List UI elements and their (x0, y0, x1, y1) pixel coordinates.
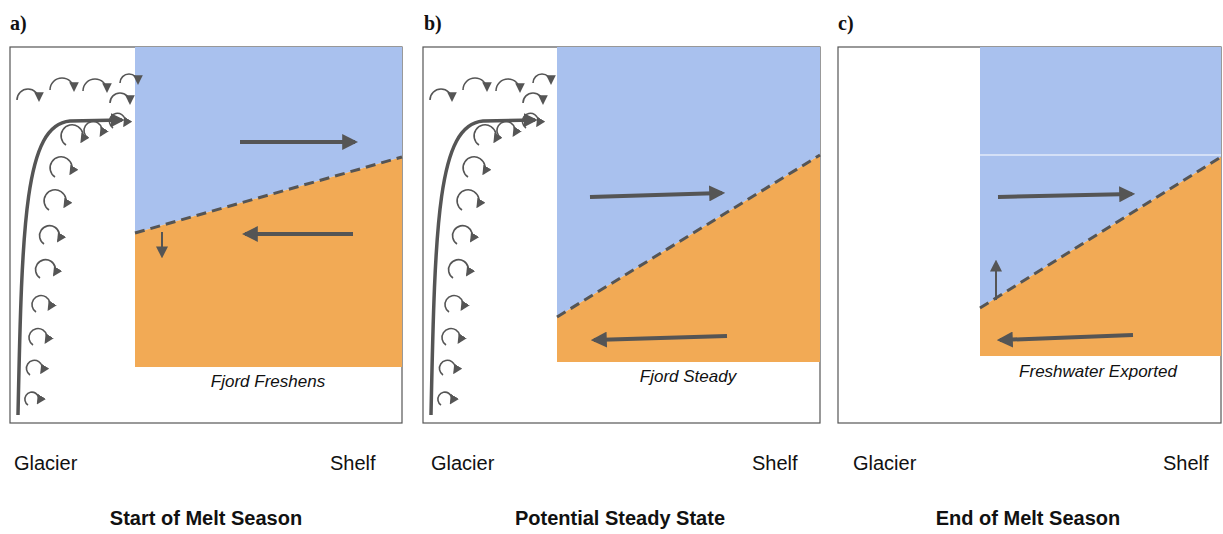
eddy-arrow (438, 392, 452, 405)
axis-end-label: Glacier (431, 452, 494, 475)
eddy-arrow (533, 74, 551, 83)
eddy-arrow (522, 113, 538, 128)
eddy-arrow (457, 190, 479, 210)
eddy-arrow (497, 122, 515, 138)
panel-letter: a) (10, 12, 27, 35)
state-label: Freshwater Exported (1019, 362, 1177, 382)
eddy-arrow (523, 93, 543, 103)
eddy-arrow (32, 296, 50, 312)
eddy-arrow (36, 260, 56, 278)
eddy-arrow (439, 360, 455, 375)
eddy-arrow (44, 190, 66, 210)
eddy-arrow (26, 360, 42, 375)
eddy-arrow (120, 74, 138, 83)
eddy-arrows (17, 74, 551, 405)
eddy-arrow (110, 93, 130, 103)
axis-end-label: Shelf (1163, 452, 1209, 475)
panel-title: Start of Melt Season (110, 507, 302, 530)
state-label: Fjord Steady (640, 367, 736, 387)
eddy-arrow (109, 113, 125, 128)
panel-letter: c) (838, 12, 854, 35)
eddy-arrow (50, 157, 72, 177)
panel-title: Potential Steady State (515, 507, 725, 530)
axis-end-label: Shelf (330, 452, 376, 475)
eddy-arrow (17, 89, 39, 100)
eddy-arrow (29, 329, 47, 345)
eddy-arrow (474, 125, 496, 145)
eddy-arrow (25, 392, 39, 405)
eddy-arrow (50, 78, 74, 90)
eddy-arrow (84, 122, 102, 138)
eddy-arrow (442, 329, 460, 345)
axis-end-label: Glacier (853, 452, 916, 475)
state-label: Fjord Freshens (211, 372, 325, 392)
eddy-arrow (463, 78, 487, 90)
eddy-arrow (61, 125, 83, 145)
eddy-arrow (453, 226, 473, 244)
axis-end-label: Shelf (752, 452, 798, 475)
eddy-arrow (496, 79, 520, 91)
panel-c (838, 47, 1221, 423)
panel-letter: b) (424, 12, 442, 35)
panel-a (10, 47, 402, 423)
axis-end-label: Glacier (14, 452, 77, 475)
eddy-arrow (40, 226, 60, 244)
eddy-arrow (445, 296, 463, 312)
panel-b (423, 47, 820, 423)
eddy-arrow (463, 157, 485, 177)
eddy-arrow (83, 79, 107, 91)
eddy-arrow (449, 260, 469, 278)
panel-title: End of Melt Season (936, 507, 1120, 530)
eddy-arrow (430, 89, 452, 100)
